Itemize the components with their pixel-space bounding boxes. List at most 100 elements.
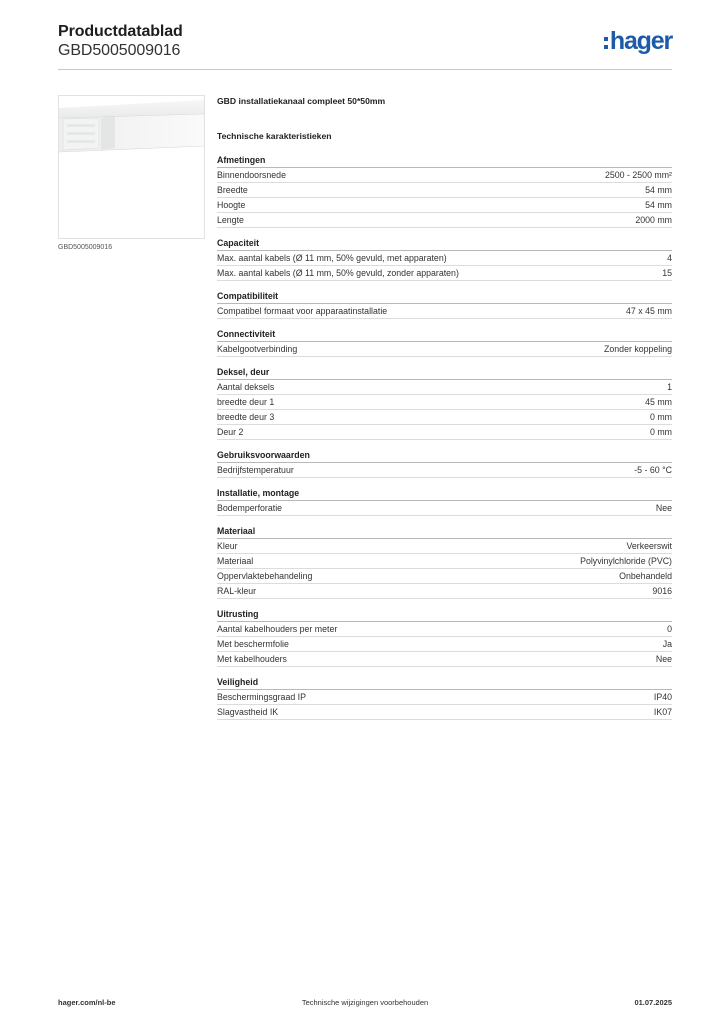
- section-title: Afmetingen: [217, 154, 672, 168]
- spec-label: breedte deur 1: [217, 397, 275, 407]
- spec-label: Max. aantal kabels (Ø 11 mm, 50% gevuld,…: [217, 268, 459, 278]
- section-title: Uitrusting: [217, 608, 672, 622]
- spec-label: Bodemperforatie: [217, 503, 283, 513]
- spec-value: Verkeerswit: [626, 541, 672, 551]
- spec-section-compatibiliteit: Compatibiliteit Compatibel formaat voor …: [217, 290, 672, 319]
- spec-value: 0 mm: [650, 412, 672, 422]
- section-title: Deksel, deur: [217, 366, 672, 380]
- spec-value: 9016: [652, 586, 672, 596]
- spec-row: Aantal kabelhouders per meter 0: [217, 622, 672, 637]
- spec-label: Met beschermfolie: [217, 639, 289, 649]
- spec-row: Slagvastheid IK IK07: [217, 705, 672, 720]
- spec-value: 2000 mm: [635, 215, 672, 225]
- specifications: GBD installatiekanaal compleet 50*50mm T…: [217, 96, 672, 729]
- footer-website-link[interactable]: hager.com/nl-be: [58, 998, 116, 1007]
- spec-label: Max. aantal kabels (Ø 11 mm, 50% gevuld,…: [217, 253, 447, 263]
- spec-value: IK07: [653, 707, 672, 717]
- section-title: Veiligheid: [217, 676, 672, 690]
- spec-section-gebruiksvoorwaarden: Gebruiksvoorwaarden Bedrijfstemperatuur -…: [217, 449, 672, 478]
- section-title: Materiaal: [217, 525, 672, 539]
- spec-row: Met beschermfolie Ja: [217, 637, 672, 652]
- spec-label: Slagvastheid IK: [217, 707, 279, 717]
- spec-row: Binnendoorsnede 2500 - 2500 mm²: [217, 168, 672, 183]
- spec-section-deksel-deur: Deksel, deur Aantal deksels 1 breedte deu…: [217, 366, 672, 440]
- spec-value: 1: [667, 382, 672, 392]
- logo-wordmark: hager: [609, 27, 673, 55]
- spec-value: 2500 - 2500 mm²: [605, 170, 672, 180]
- product-name: GBD installatiekanaal compleet 50*50mm: [217, 96, 386, 106]
- spec-value: 15: [662, 268, 672, 278]
- spec-row: Bodemperforatie Nee: [217, 501, 672, 516]
- spec-label: Deur 2: [217, 427, 244, 437]
- spec-label: RAL-kleur: [217, 586, 257, 596]
- spec-row: Breedte 54 mm: [217, 183, 672, 198]
- spec-value: 47 x 45 mm: [626, 306, 672, 316]
- section-title: Capaciteit: [217, 237, 672, 251]
- spec-label: Aantal deksels: [217, 382, 275, 392]
- spec-section-installatie-montage: Installatie, montage Bodemperforatie Nee: [217, 487, 672, 516]
- footer-disclaimer: Technische wijzigingen voorbehouden: [301, 998, 429, 1007]
- spec-row: Met kabelhouders Nee: [217, 652, 672, 667]
- spec-row: Beschermingsgraad IP IP40: [217, 690, 672, 705]
- section-title: Compatibiliteit: [217, 290, 672, 304]
- spec-row: Lengte 2000 mm: [217, 213, 672, 228]
- spec-label: Aantal kabelhouders per meter: [217, 624, 338, 634]
- spec-row: Oppervlaktebehandeling Onbehandeld: [217, 569, 672, 584]
- spec-value: 54 mm: [645, 185, 672, 195]
- spec-value: 4: [667, 253, 672, 263]
- spec-label: Kleur: [217, 541, 238, 551]
- spec-value: 0: [667, 624, 672, 634]
- section-title: Connectiviteit: [217, 328, 672, 342]
- spec-row: Kleur Verkeerswit: [217, 539, 672, 554]
- section-title: Installatie, montage: [217, 487, 672, 501]
- spec-value: Ja: [662, 639, 672, 649]
- spec-section-afmetingen: Afmetingen Binnendoorsnede 2500 - 2500 mm…: [217, 154, 672, 228]
- spec-section-capaciteit: Capaciteit Max. aantal kabels (Ø 11 mm, …: [217, 237, 672, 281]
- spec-value: Onbehandeld: [619, 571, 672, 581]
- document-title: Productdatablad: [58, 23, 183, 40]
- header-divider: [58, 69, 672, 70]
- spec-label: Hoogte: [217, 200, 246, 210]
- spec-label: Compatibel formaat voor apparaatinstalla…: [217, 306, 388, 316]
- spec-value: Polyvinylchloride (PVC): [580, 556, 672, 566]
- spec-row: Max. aantal kabels (Ø 11 mm, 50% gevuld,…: [217, 266, 672, 281]
- spec-value: Nee: [655, 654, 672, 664]
- spec-label: Breedte: [217, 185, 248, 195]
- logo-dots-icon: [603, 36, 608, 49]
- page-header: Productdatablad GBD5005009016 hager: [58, 22, 673, 70]
- section-title: Gebruiksvoorwaarden: [217, 449, 672, 463]
- spec-label: Materiaal: [217, 556, 254, 566]
- product-image: [58, 95, 205, 239]
- spec-label: Bedrijfstemperatuur: [217, 465, 294, 475]
- spec-label: Lengte: [217, 215, 244, 225]
- spec-row: Max. aantal kabels (Ø 11 mm, 50% gevuld,…: [217, 251, 672, 266]
- spec-row: Aantal deksels 1: [217, 380, 672, 395]
- image-caption: GBD5005009016: [58, 244, 113, 251]
- spec-label: Kabelgootverbinding: [217, 344, 298, 354]
- spec-section-veiligheid: Veiligheid Beschermingsgraad IP IP40 Slag…: [217, 676, 672, 720]
- spec-label: Met kabelhouders: [217, 654, 287, 664]
- technical-heading: Technische karakteristieken: [217, 131, 332, 141]
- spec-value: -5 - 60 °C: [634, 465, 672, 475]
- spec-row: RAL-kleur 9016: [217, 584, 672, 599]
- spec-row: Materiaal Polyvinylchloride (PVC): [217, 554, 672, 569]
- spec-row: Bedrijfstemperatuur -5 - 60 °C: [217, 463, 672, 478]
- spec-label: Binnendoorsnede: [217, 170, 286, 180]
- spec-value: 0 mm: [650, 427, 672, 437]
- hager-logo[interactable]: hager: [603, 27, 673, 55]
- spec-value: Nee: [655, 503, 672, 513]
- page-footer: hager.com/nl-be Technische wijzigingen v…: [58, 998, 672, 1010]
- spec-section-uitrusting: Uitrusting Aantal kabelhouders per meter…: [217, 608, 672, 667]
- cable-duct-product-photo-icon: [58, 100, 205, 153]
- spec-row: Compatibel formaat voor apparaatinstalla…: [217, 304, 672, 319]
- spec-value: IP40: [653, 692, 672, 702]
- spec-label: Beschermingsgraad IP: [217, 692, 306, 702]
- spec-row: breedte deur 3 0 mm: [217, 410, 672, 425]
- spec-label: Oppervlaktebehandeling: [217, 571, 313, 581]
- spec-row: Deur 2 0 mm: [217, 425, 672, 440]
- spec-label: breedte deur 3: [217, 412, 275, 422]
